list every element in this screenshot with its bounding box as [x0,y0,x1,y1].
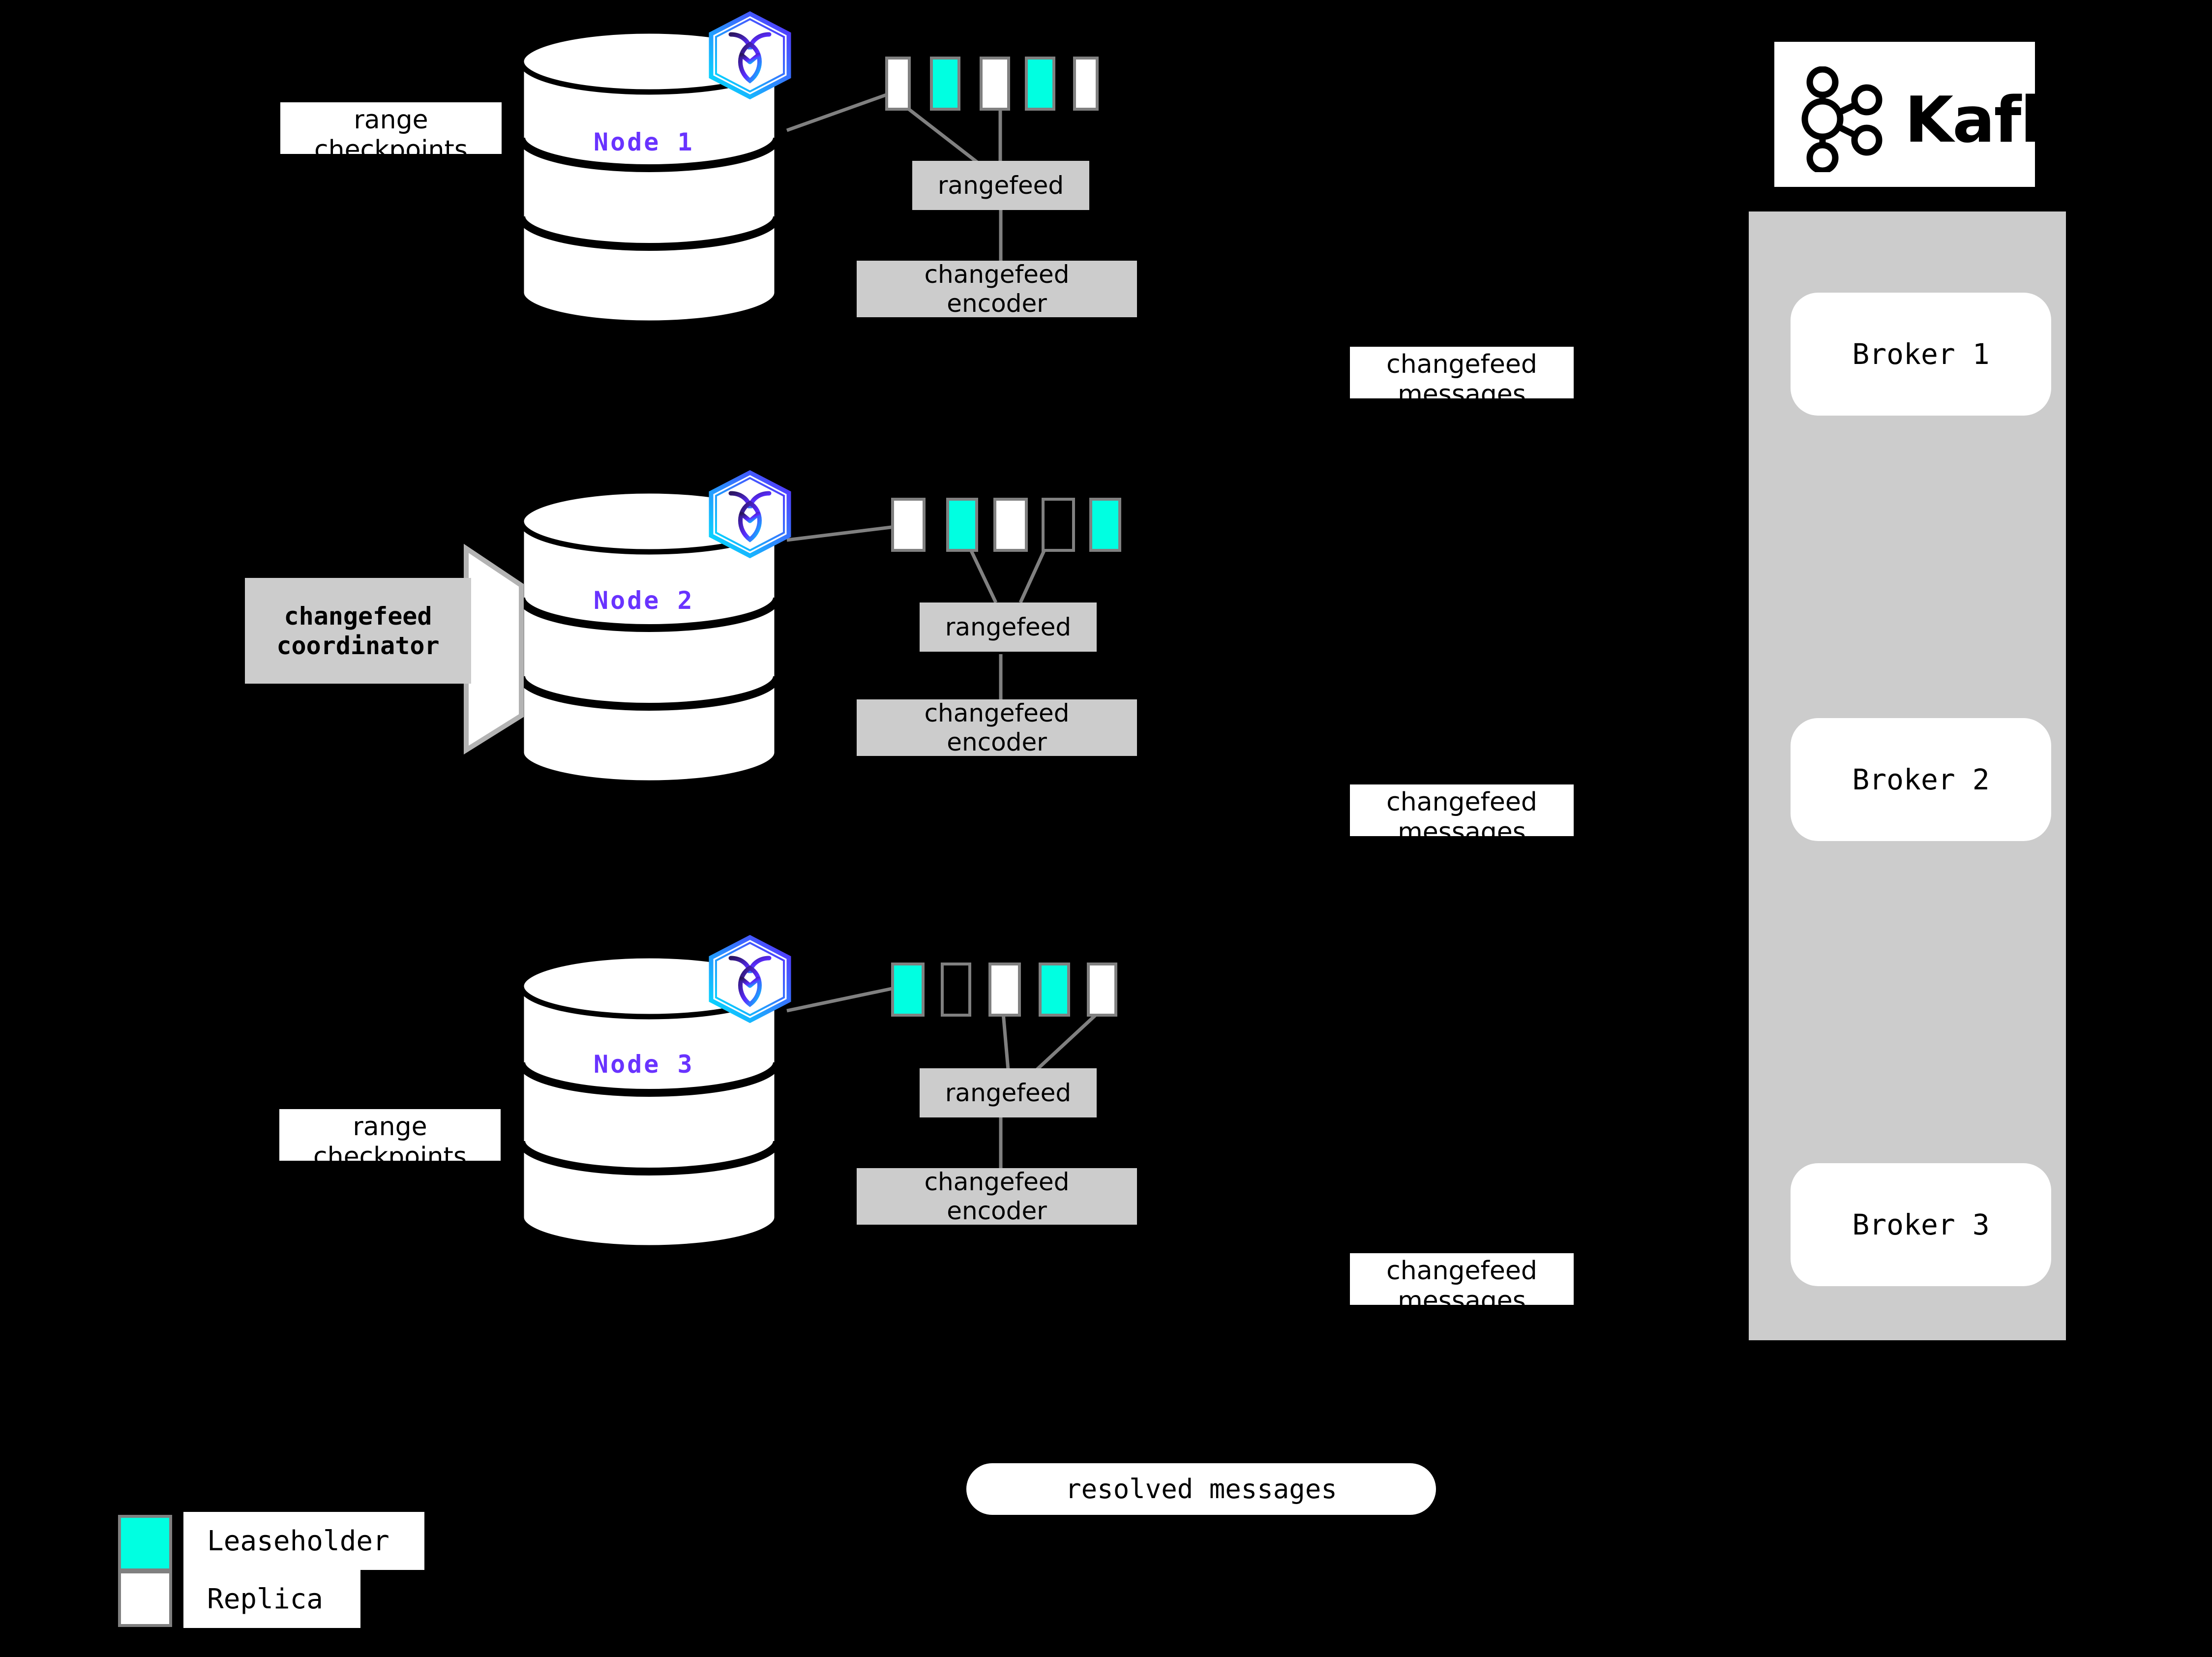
broker-1[interactable]: Broker 1 [1791,293,2051,416]
changefeed-coordinator-box[interactable]: changefeed coordinator [245,578,471,684]
coordinator-line-1: changefeed [284,602,432,631]
range-block-replica[interactable] [891,498,926,552]
encoder-line-2: encoder [947,727,1047,756]
messages-line-1: changefeed [1386,1256,1537,1286]
kafka-wordmark: Kafka [1905,84,2104,157]
node1-range-checkpoints-annotation: range checkpoints [280,102,502,165]
messages-line-2: messages [1398,380,1526,410]
coordinator-callout-pointer [464,543,524,755]
node3-cockroachdb-hexagon-icon [707,934,793,1026]
node2-changefeed-encoder-box[interactable]: changefeed encoder [857,699,1137,756]
node2-rangefeed-box[interactable]: rangefeed [920,603,1097,652]
annotation-line-2: checkpoints [314,135,468,165]
range-block-empty[interactable] [941,963,971,1017]
resolved-messages-pill[interactable]: resolved messages [966,1463,1436,1515]
range-block-replica[interactable] [885,57,911,111]
legend-label-leaseholder: Leaseholder [183,1512,424,1570]
range-block-leaseholder[interactable] [1039,963,1070,1017]
range-block-leaseholder[interactable] [1025,57,1055,111]
node1-changefeed-messages-label: changefeed messages [1350,347,1574,409]
node1-rangefeed-box[interactable]: rangefeed [912,161,1089,210]
broker-3[interactable]: Broker 3 [1791,1163,2051,1286]
range-block-empty[interactable] [1042,498,1075,552]
annotation-line-1: range [353,1112,427,1142]
range-block-replica[interactable] [993,498,1028,552]
range-block-leaseholder[interactable] [1089,498,1121,552]
range-block-replica[interactable] [988,963,1021,1017]
range-block-replica[interactable] [980,57,1010,111]
encoder-line-2: encoder [947,1196,1047,1225]
messages-line-1: changefeed [1386,787,1537,817]
node3-rangefeed-box[interactable]: rangefeed [920,1068,1097,1117]
encoder-line-2: encoder [947,289,1047,318]
range-block-replica[interactable] [1073,57,1099,111]
node1-label: Node 1 [594,128,694,156]
range-block-leaseholder[interactable] [930,57,960,111]
legend-swatch-leaseholder [118,1515,172,1571]
kafka-broker-panel: Broker 1 Broker 2 Broker 3 [1749,211,2066,1340]
node3-changefeed-messages-label: changefeed messages [1350,1253,1574,1316]
range-block-leaseholder[interactable] [891,963,925,1017]
annotation-line-1: range [354,105,428,135]
node3-changefeed-encoder-box[interactable]: changefeed encoder [857,1168,1137,1225]
node2-changefeed-messages-label: changefeed messages [1350,784,1574,847]
encoder-line-1: changefeed [924,1167,1070,1196]
node3-range-checkpoints-annotation: range checkpoints [279,1109,501,1172]
legend-label-replica: Replica [183,1570,360,1628]
legend-swatch-replica [118,1570,172,1627]
encoder-line-1: changefeed [924,698,1070,727]
annotation-line-2: checkpoints [313,1142,467,1172]
encoder-line-1: changefeed [924,260,1070,289]
kafka-logo-box: Kafka [1774,42,2104,187]
node1-changefeed-encoder-box[interactable]: changefeed encoder [857,260,1137,318]
messages-line-1: changefeed [1386,350,1537,379]
node2-label: Node 2 [594,586,694,615]
coordinator-line-2: coordinator [276,631,440,660]
messages-line-2: messages [1398,817,1526,847]
kafka-logo-icon [1801,66,1883,172]
range-block-replica[interactable] [1087,963,1117,1017]
messages-line-2: messages [1398,1286,1526,1316]
node2-cockroachdb-hexagon-icon [707,470,793,561]
node3-label: Node 3 [594,1050,694,1079]
node1-cockroachdb-hexagon-icon [707,11,793,102]
broker-2[interactable]: Broker 2 [1791,718,2051,841]
range-block-leaseholder[interactable] [946,498,978,552]
